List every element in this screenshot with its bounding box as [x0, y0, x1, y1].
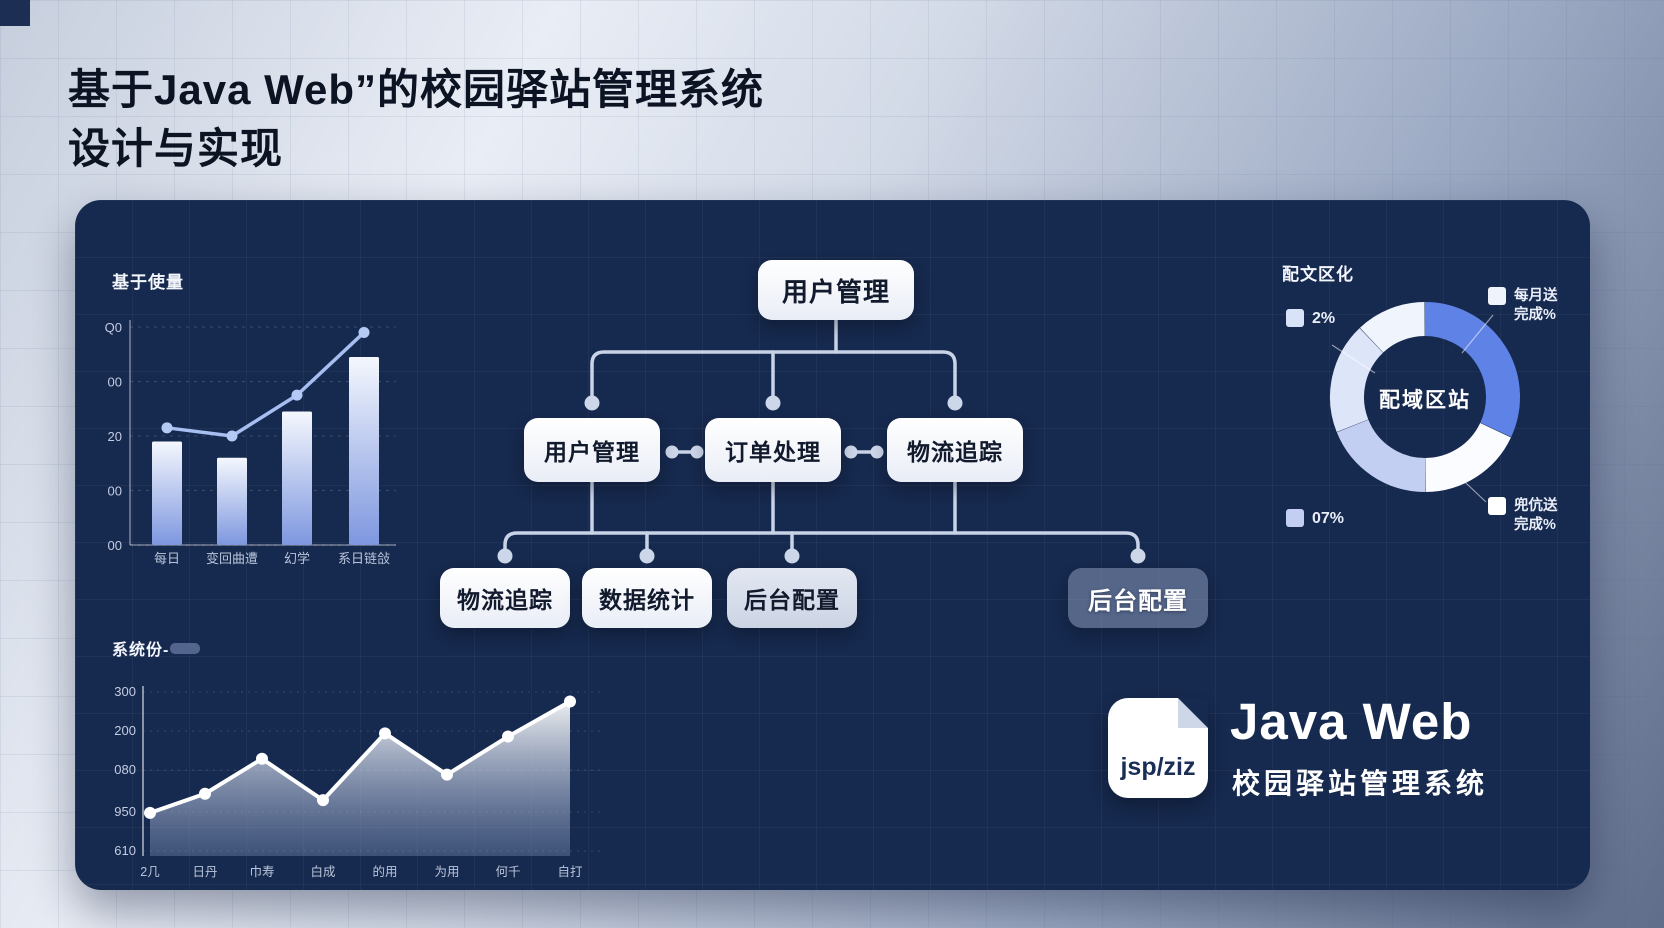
bar-line-chart: Q0 00 20 00 00 每日 变回曲遭 幻学 系日链敆: [105, 320, 396, 566]
legend-label-line1: 每月送: [1514, 288, 1558, 304]
svg-text:巾寿: 巾寿: [249, 865, 274, 879]
brand-subtitle: 校园驿站管理系统: [1232, 768, 1489, 799]
svg-text:200: 200: [114, 723, 136, 738]
slide-title-line2: 设计与实现: [68, 125, 284, 172]
title-pill-badge: [170, 643, 200, 654]
legend-label: 每月送 完成%: [1514, 287, 1558, 325]
flow-box-root: 用户管理: [758, 260, 914, 320]
jsp-logo-badge: jsp/ziz: [1108, 698, 1208, 798]
brand-name: Java Web: [1230, 693, 1473, 750]
flow-box-logistics-tracking: 物流追踪: [887, 418, 1023, 482]
svg-text:为用: 为用: [434, 865, 459, 879]
donut-legend-bl: 07%: [1286, 509, 1344, 528]
svg-text:950: 950: [114, 804, 136, 819]
svg-text:系日链敆: 系日链敆: [338, 551, 390, 566]
svg-text:何千: 何千: [495, 864, 520, 879]
svg-text:每日: 每日: [154, 551, 180, 566]
legend-swatch: [1488, 287, 1506, 305]
flow-box-logistics-2: 物流追踪: [440, 568, 570, 628]
logo-fold-icon: [1178, 698, 1208, 728]
logo-badge-text: jsp/ziz: [1120, 753, 1196, 781]
svg-text:自打: 自打: [557, 865, 582, 879]
legend-label-line2: 完成%: [1514, 307, 1556, 323]
donut-legend-br: 兜伉送 完成%: [1488, 497, 1558, 535]
flow-box-admin-config-2: 后台配置: [1068, 568, 1208, 628]
legend-label-line2: 完成%: [1514, 517, 1556, 533]
svg-text:00: 00: [108, 484, 122, 499]
svg-text:幻学: 幻学: [284, 551, 310, 566]
donut-legend-tr: 每月送 完成%: [1488, 287, 1558, 325]
svg-text:2几: 2几: [140, 865, 160, 879]
svg-text:20: 20: [108, 429, 122, 444]
svg-text:300: 300: [114, 684, 136, 699]
donut-center-label: 配域区站: [1379, 389, 1471, 412]
flow-box-data-stats: 数据统计: [582, 568, 712, 628]
svg-text:00: 00: [108, 375, 122, 390]
svg-text:变回曲遭: 变回曲遭: [206, 551, 258, 566]
svg-text:Q0: Q0: [105, 320, 122, 335]
area-chart: 300 200 080 950 610 2几 日丹 巾寿 白成 的用 为用 何千 自打: [114, 684, 605, 879]
svg-text:00: 00: [108, 538, 122, 553]
legend-swatch: [1286, 309, 1304, 327]
svg-text:日丹: 日丹: [192, 865, 217, 879]
flow-connectors: [497, 318, 1146, 564]
flow-box-user-mgmt: 用户管理: [524, 418, 660, 482]
donut-legend-tl: 2%: [1286, 309, 1335, 328]
svg-text:610: 610: [114, 843, 136, 858]
legend-label: 2%: [1312, 310, 1336, 327]
legend-swatch: [1286, 509, 1304, 527]
legend-label: 07%: [1312, 510, 1345, 527]
svg-text:白成: 白成: [310, 864, 335, 879]
slide-title-line1: 基于Java Web”的校园驿站管理系统: [68, 66, 764, 113]
bar-chart-title: 基于使量: [112, 273, 184, 292]
donut-chart: [1330, 302, 1520, 503]
flow-box-order-processing: 订单处理: [705, 418, 841, 482]
legend-label: 兜伉送 完成%: [1514, 497, 1558, 535]
legend-label-line1: 兜伉送: [1514, 498, 1558, 514]
slide-title: 基于Java Web”的校园驿站管理系统 设计与实现: [68, 60, 764, 178]
svg-text:的用: 的用: [372, 864, 397, 879]
svg-text:080: 080: [114, 762, 136, 777]
legend-swatch: [1488, 497, 1506, 515]
donut-chart-title: 配文区化: [1282, 265, 1354, 284]
flow-box-admin-config: 后台配置: [727, 568, 857, 628]
corner-chip: [0, 0, 30, 26]
line-chart-title: 系统份-: [112, 642, 170, 659]
